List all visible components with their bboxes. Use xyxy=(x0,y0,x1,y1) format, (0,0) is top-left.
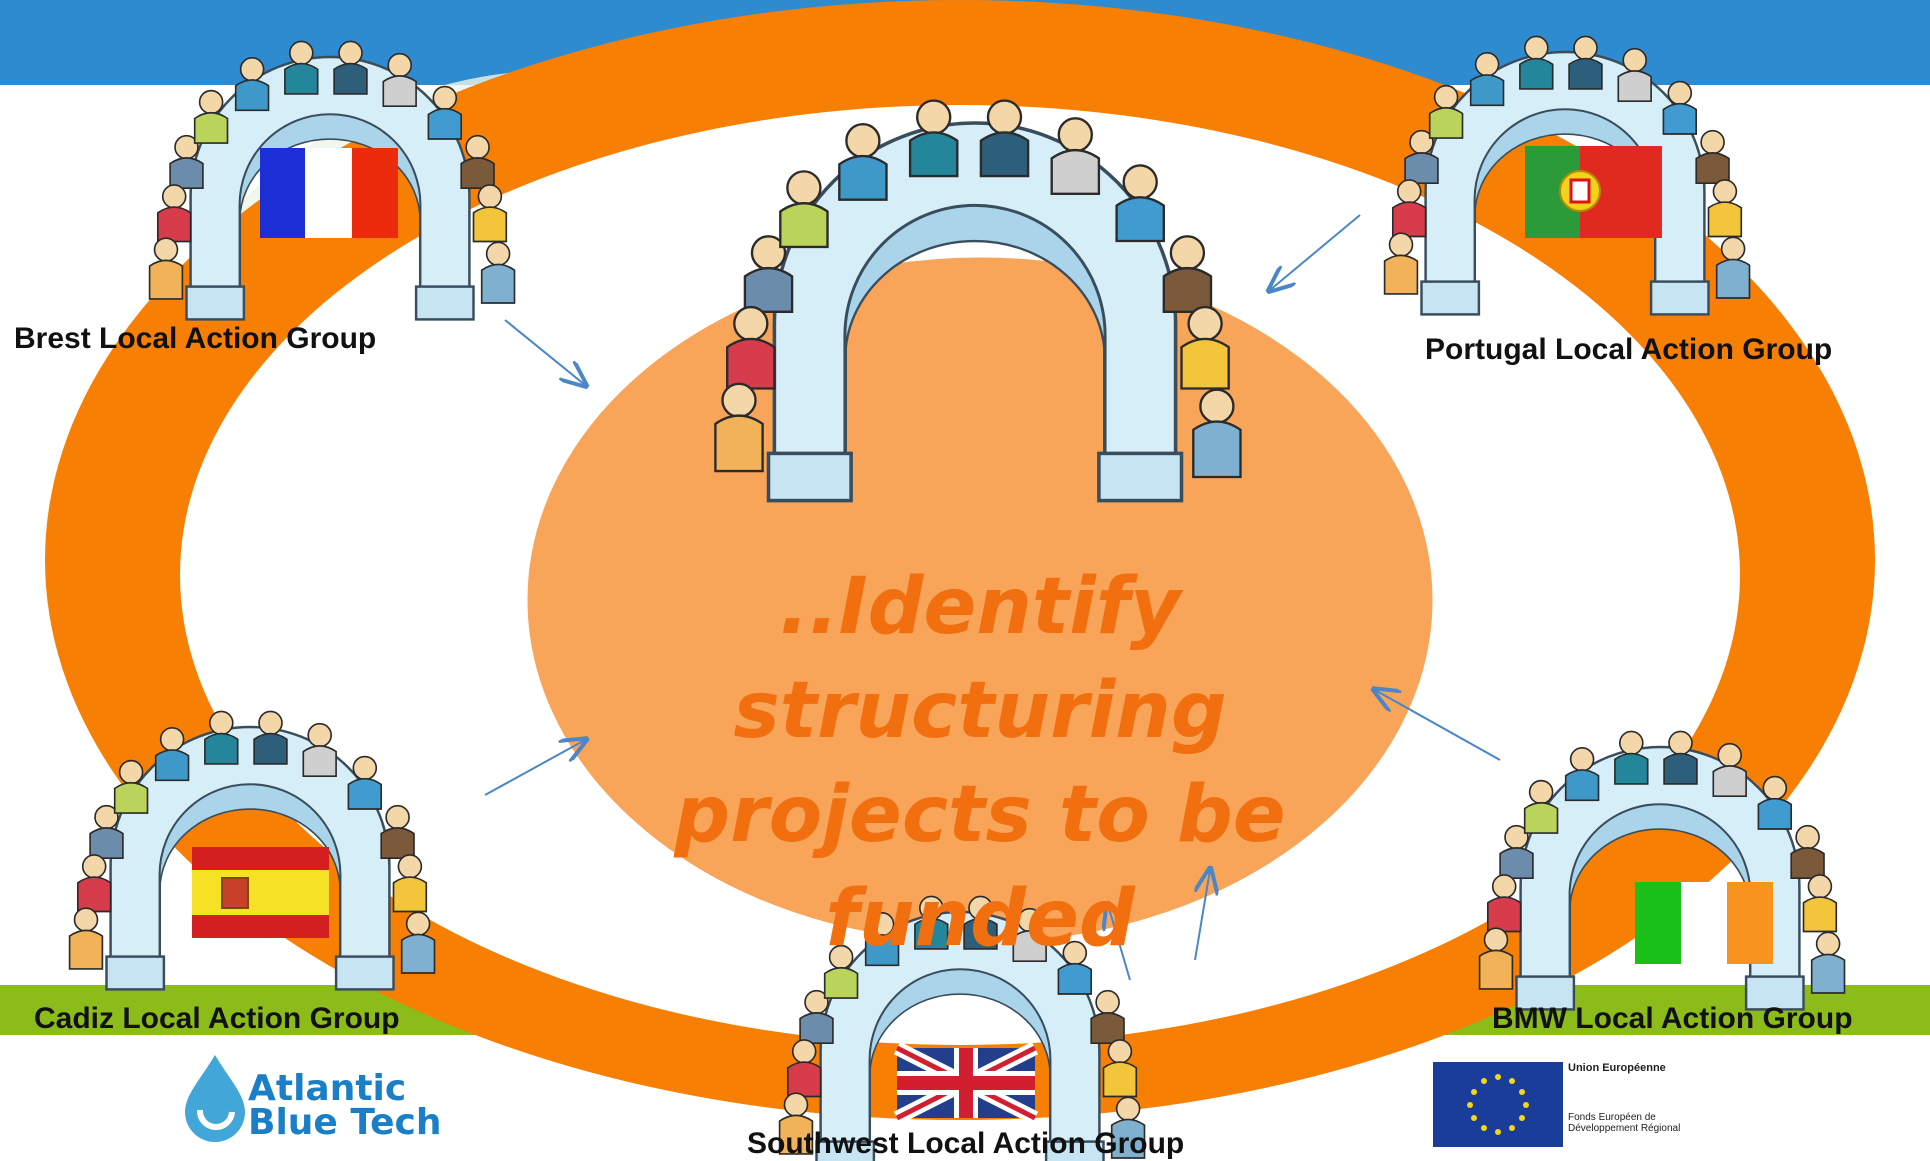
arrow-cadiz xyxy=(484,740,585,796)
arrow-bmw xyxy=(1375,690,1501,761)
logo-line-2: Blue Tech xyxy=(248,1102,442,1143)
eu-flag-icon xyxy=(1433,1062,1563,1147)
ireland-flag-icon xyxy=(1635,882,1773,964)
atlantic-blue-tech-logo: Atlantic Blue Tech xyxy=(248,1068,442,1143)
central-message-line-2: projects to be funded xyxy=(674,770,1286,964)
eu-line-3: Développement Régional xyxy=(1568,1123,1681,1134)
cadiz-group-label: Cadiz Local Action Group xyxy=(34,1002,400,1035)
portugal-flag-icon xyxy=(1525,146,1662,238)
eu-logo-text: Union Européenne Fonds Européen de Dével… xyxy=(1568,1062,1680,1134)
arrow-portugal xyxy=(1270,214,1361,290)
arrow-brest xyxy=(504,319,585,385)
spain-flag-icon xyxy=(192,847,329,938)
central-message: ..Identify structuring projects to be fu… xyxy=(545,555,1415,971)
arrow-southwest-a xyxy=(1194,870,1210,961)
eu-line-1: Union Européenne xyxy=(1568,1062,1666,1074)
portugal-group-label: Portugal Local Action Group xyxy=(1425,333,1833,366)
bmw-group-label: BMW Local Action Group xyxy=(1492,1002,1853,1035)
eu-line-2: Fonds Européen de xyxy=(1568,1112,1656,1123)
arrow-southwest-b xyxy=(1108,905,1131,981)
water-drop-icon xyxy=(185,1055,245,1142)
united-kingdom-flag-icon xyxy=(893,1041,1039,1125)
logo-line-1: Atlantic xyxy=(248,1068,407,1109)
france-flag-icon xyxy=(260,148,398,238)
central-message-line-1: ..Identify structuring xyxy=(733,562,1227,756)
brest-group-label: Brest Local Action Group xyxy=(14,322,377,355)
southwest-group-label: Southwest Local Action Group xyxy=(747,1127,1185,1160)
